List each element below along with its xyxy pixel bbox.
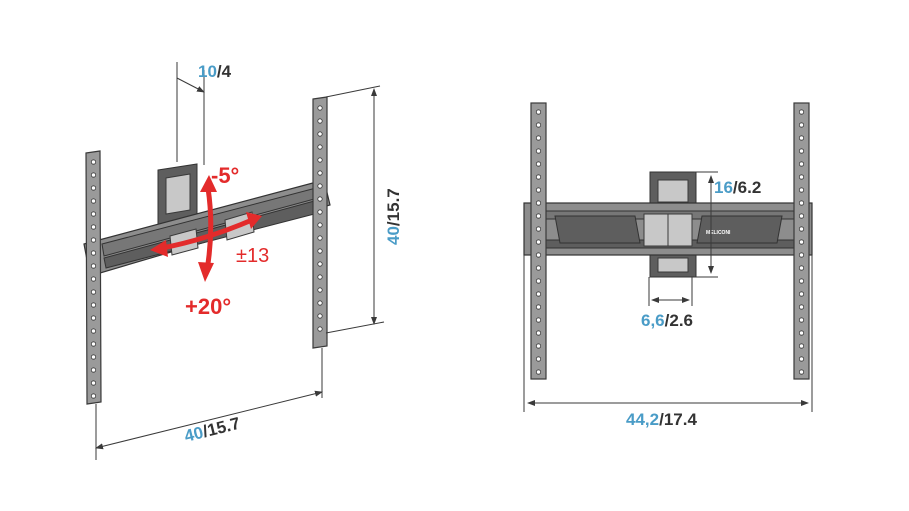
rail-hole bbox=[90, 354, 97, 360]
rail-hole bbox=[798, 213, 805, 219]
left-mount-perspective: 10/4 40/15.7 40/15.7 -5° +20° ±13 bbox=[83, 62, 403, 460]
rail-hole bbox=[798, 122, 805, 128]
left-height-dimension: 40/15.7 bbox=[384, 188, 403, 245]
rail-hole bbox=[535, 213, 542, 219]
rail-hole bbox=[798, 226, 805, 232]
brand-mark: MELICONI bbox=[706, 230, 731, 236]
swivel-label: ±13 bbox=[236, 245, 269, 267]
rail-hole bbox=[798, 343, 805, 349]
rail-hole bbox=[90, 302, 97, 308]
right-mount-front: MELICONI 16/6.2 6,6/2.6 44,2/17.4 bbox=[523, 102, 813, 429]
rail-hole bbox=[317, 287, 323, 293]
rail-hole bbox=[90, 211, 97, 217]
rail-hole bbox=[90, 315, 97, 321]
swivel-arrow bbox=[150, 212, 262, 257]
rail-hole bbox=[317, 144, 323, 150]
tilt-arrow bbox=[198, 175, 217, 282]
right-arm-height-dimension: 16/6.2 bbox=[714, 178, 761, 197]
rail-hole bbox=[798, 252, 805, 258]
left-width-dimension: 40/15.7 bbox=[182, 414, 242, 446]
rail-hole bbox=[798, 200, 805, 206]
rail-hole bbox=[317, 274, 323, 280]
rail-hole bbox=[317, 248, 323, 254]
rail-hole bbox=[317, 300, 323, 306]
rail-hole bbox=[317, 326, 323, 332]
tilt-down-label: +20° bbox=[185, 294, 231, 319]
rail-hole bbox=[90, 289, 97, 295]
rail-hole bbox=[798, 304, 805, 310]
rail-hole bbox=[90, 172, 97, 178]
rail-hole bbox=[535, 330, 542, 336]
rail-hole bbox=[317, 157, 323, 163]
rail-hole bbox=[798, 135, 805, 141]
left-offset-dimension: 10/4 bbox=[198, 62, 232, 81]
rail-hole bbox=[90, 393, 97, 399]
rail-hole bbox=[90, 328, 97, 334]
rail-hole bbox=[535, 122, 542, 128]
rail-hole bbox=[535, 161, 542, 167]
right-arm-width-dimension: 6,6/2.6 bbox=[641, 311, 693, 330]
rail-hole bbox=[798, 278, 805, 284]
rail-hole bbox=[317, 170, 323, 176]
rail-hole bbox=[535, 343, 542, 349]
rail-hole bbox=[317, 261, 323, 267]
rail-hole bbox=[535, 356, 542, 362]
rail-hole bbox=[798, 291, 805, 297]
rail-hole bbox=[317, 235, 323, 241]
rail-hole bbox=[90, 367, 97, 373]
rail-hole bbox=[535, 239, 542, 245]
rail-hole bbox=[90, 185, 97, 191]
rail-hole bbox=[90, 224, 97, 230]
tilt-up-label: -5° bbox=[211, 163, 239, 188]
rail-hole bbox=[317, 105, 323, 111]
rail-hole bbox=[535, 278, 542, 284]
rail-hole bbox=[90, 276, 97, 282]
rail-hole bbox=[798, 369, 805, 375]
rail-hole bbox=[535, 317, 542, 323]
rail-hole bbox=[90, 380, 97, 386]
rail-hole bbox=[798, 174, 805, 180]
rail-hole bbox=[798, 148, 805, 154]
rail-hole bbox=[90, 250, 97, 256]
rail-hole bbox=[798, 109, 805, 115]
rail-hole bbox=[90, 237, 97, 243]
right-total-width-dimension: 44,2/17.4 bbox=[626, 410, 697, 429]
rail-hole bbox=[317, 131, 323, 137]
rail-hole bbox=[535, 265, 542, 271]
rail-hole bbox=[317, 196, 323, 202]
rail-hole bbox=[535, 135, 542, 141]
rail-hole bbox=[90, 341, 97, 347]
rail-hole bbox=[798, 265, 805, 271]
rail-hole bbox=[798, 317, 805, 323]
rail-hole bbox=[535, 369, 542, 375]
rail-hole bbox=[317, 118, 323, 124]
rail-hole bbox=[317, 183, 323, 189]
rail-hole bbox=[798, 161, 805, 167]
rail-hole bbox=[798, 239, 805, 245]
rail-hole bbox=[317, 209, 323, 215]
rail-hole bbox=[798, 187, 805, 193]
rail-hole bbox=[535, 200, 542, 206]
rail-hole bbox=[798, 356, 805, 362]
rail-hole bbox=[535, 304, 542, 310]
rail-hole bbox=[535, 109, 542, 115]
rail-hole bbox=[317, 222, 323, 228]
rail-hole bbox=[535, 291, 542, 297]
rail-hole bbox=[798, 330, 805, 336]
rail-hole bbox=[90, 159, 97, 165]
rail-hole bbox=[535, 187, 542, 193]
rail-hole bbox=[535, 174, 542, 180]
rail-hole bbox=[90, 198, 97, 204]
rail-hole bbox=[535, 148, 542, 154]
rail-hole bbox=[317, 313, 323, 319]
rail-hole bbox=[535, 226, 542, 232]
rail-hole bbox=[90, 263, 97, 269]
rail-hole bbox=[535, 252, 542, 258]
